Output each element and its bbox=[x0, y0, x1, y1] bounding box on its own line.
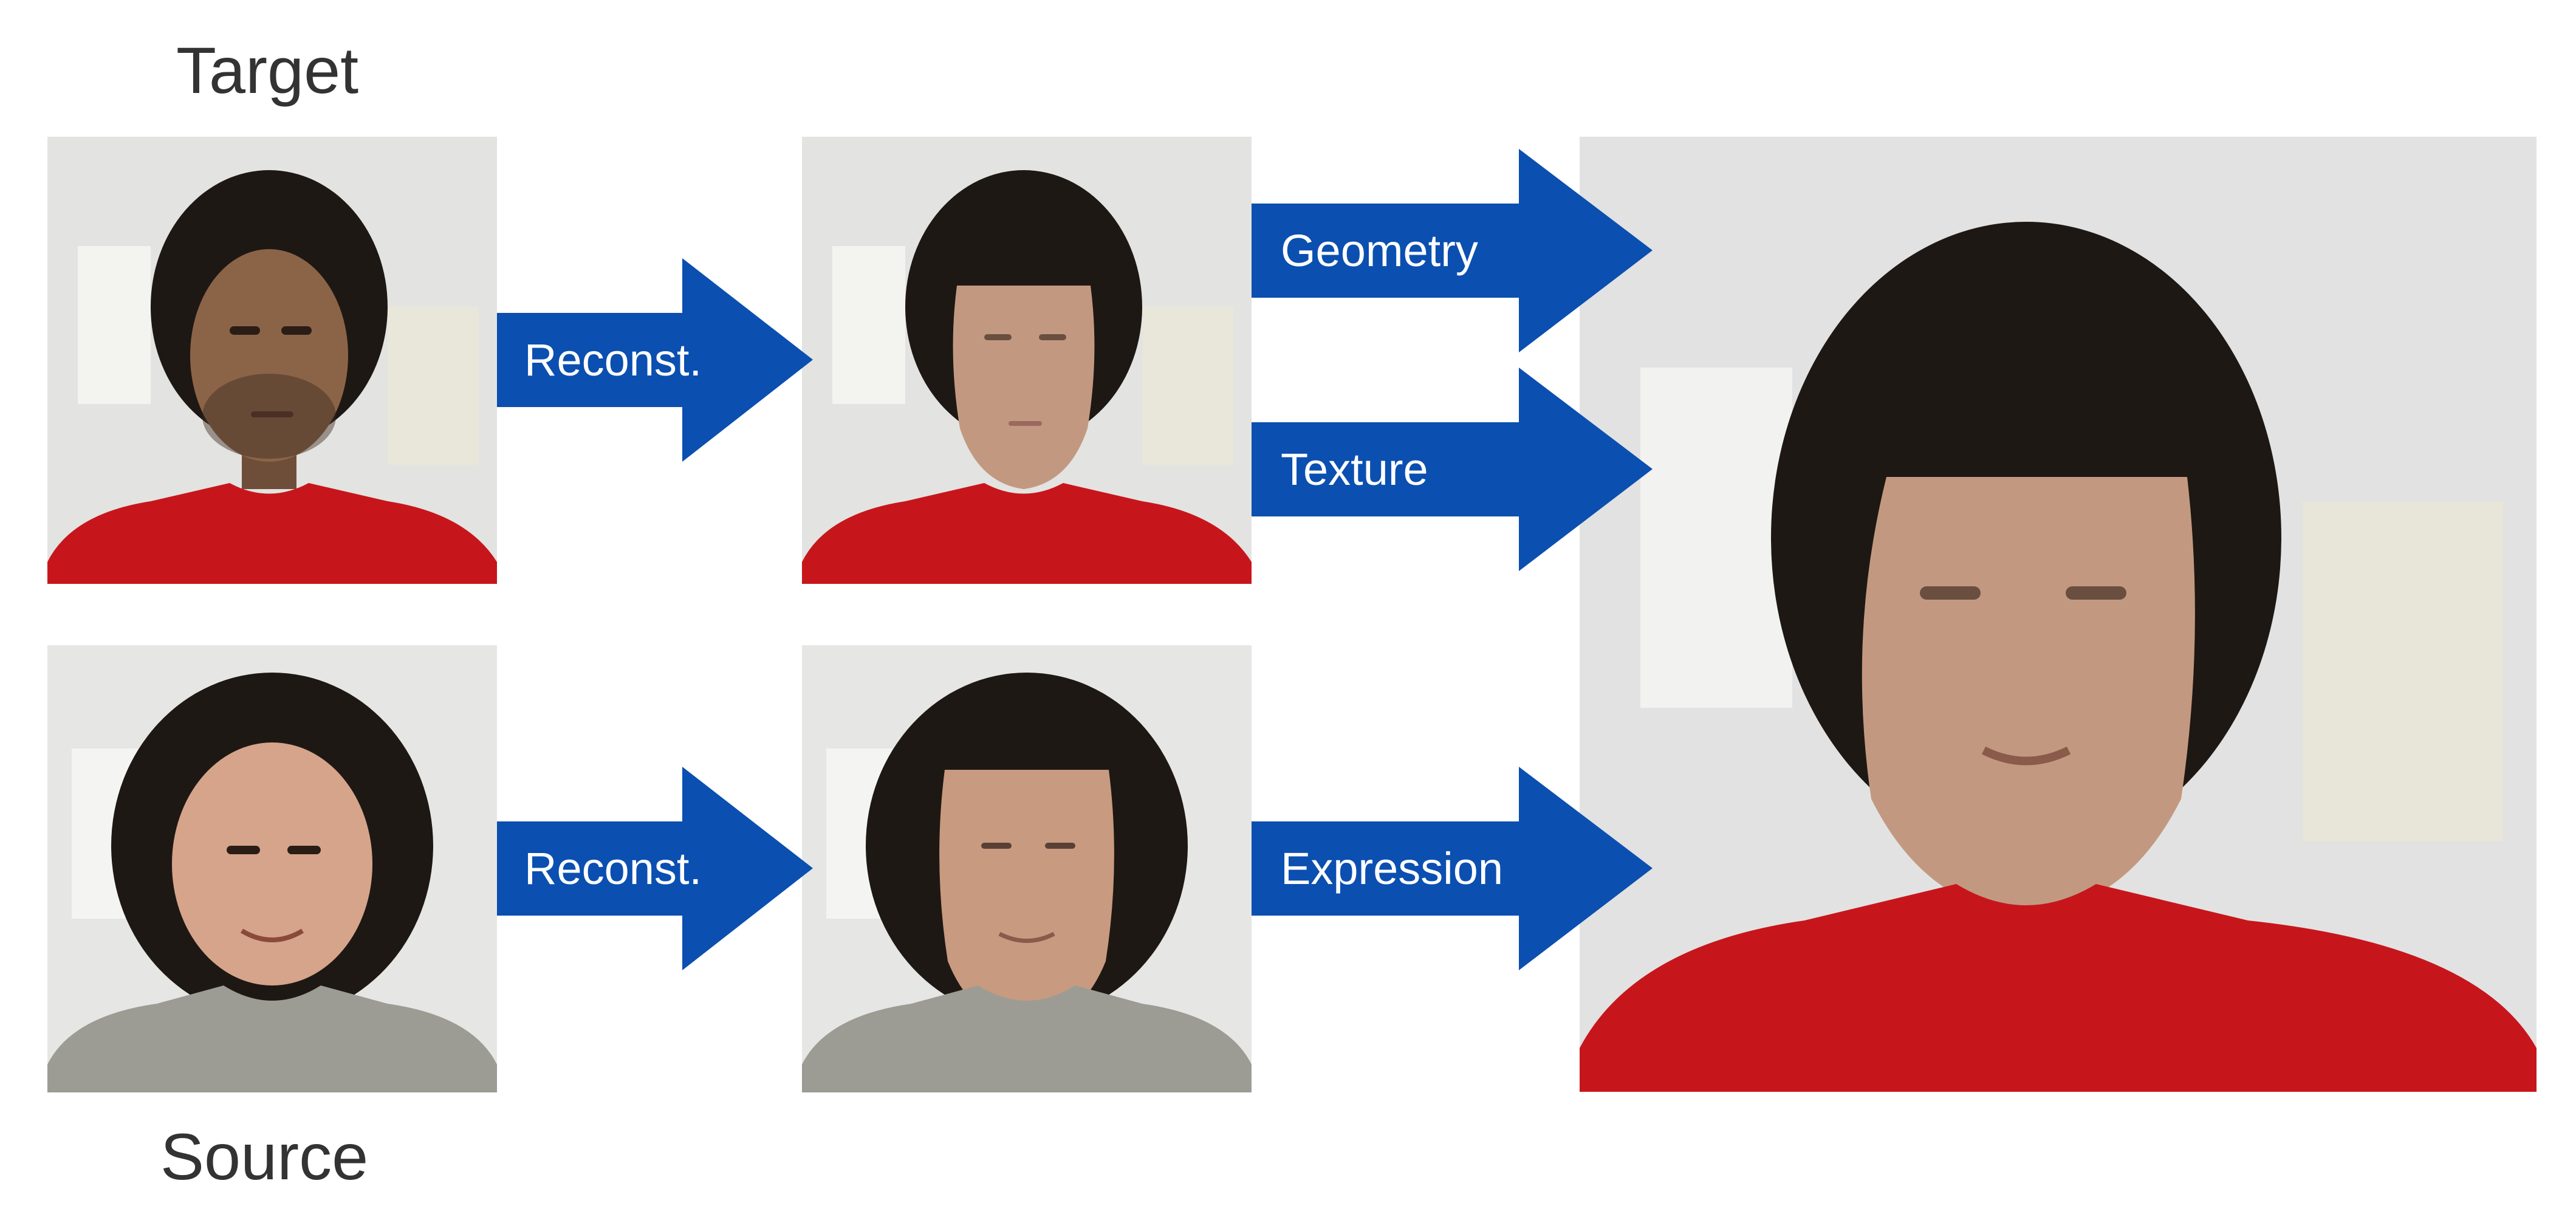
target-photo bbox=[47, 137, 497, 584]
texture-arrow: Texture bbox=[1252, 368, 1653, 571]
arrow-shape-icon bbox=[1252, 368, 1653, 571]
geometry-label: Geometry bbox=[1281, 225, 1478, 276]
reconst-top-arrow: Reconst. bbox=[497, 258, 813, 462]
geometry-arrow: Geometry bbox=[1252, 149, 1653, 352]
reconst-bottom-label: Reconst. bbox=[524, 843, 702, 894]
expression-label: Expression bbox=[1281, 843, 1504, 894]
texture-label: Texture bbox=[1281, 444, 1428, 495]
target-reconstruction-photo bbox=[802, 137, 1252, 584]
source-photo bbox=[47, 645, 497, 1092]
arrow-shape-icon bbox=[497, 767, 813, 970]
source-label: Source bbox=[160, 1120, 369, 1193]
arrow-shape-icon bbox=[497, 258, 813, 462]
target-label: Target bbox=[176, 33, 359, 107]
arrow-shape-icon bbox=[1252, 767, 1653, 970]
source-reconstruction-photo bbox=[802, 645, 1252, 1092]
expression-arrow: Expression bbox=[1252, 767, 1653, 970]
arrow-shape-icon bbox=[1252, 149, 1653, 352]
result-photo bbox=[1580, 137, 2537, 1092]
reconst-bottom-arrow: Reconst. bbox=[497, 767, 813, 970]
reconst-top-label: Reconst. bbox=[524, 335, 702, 385]
